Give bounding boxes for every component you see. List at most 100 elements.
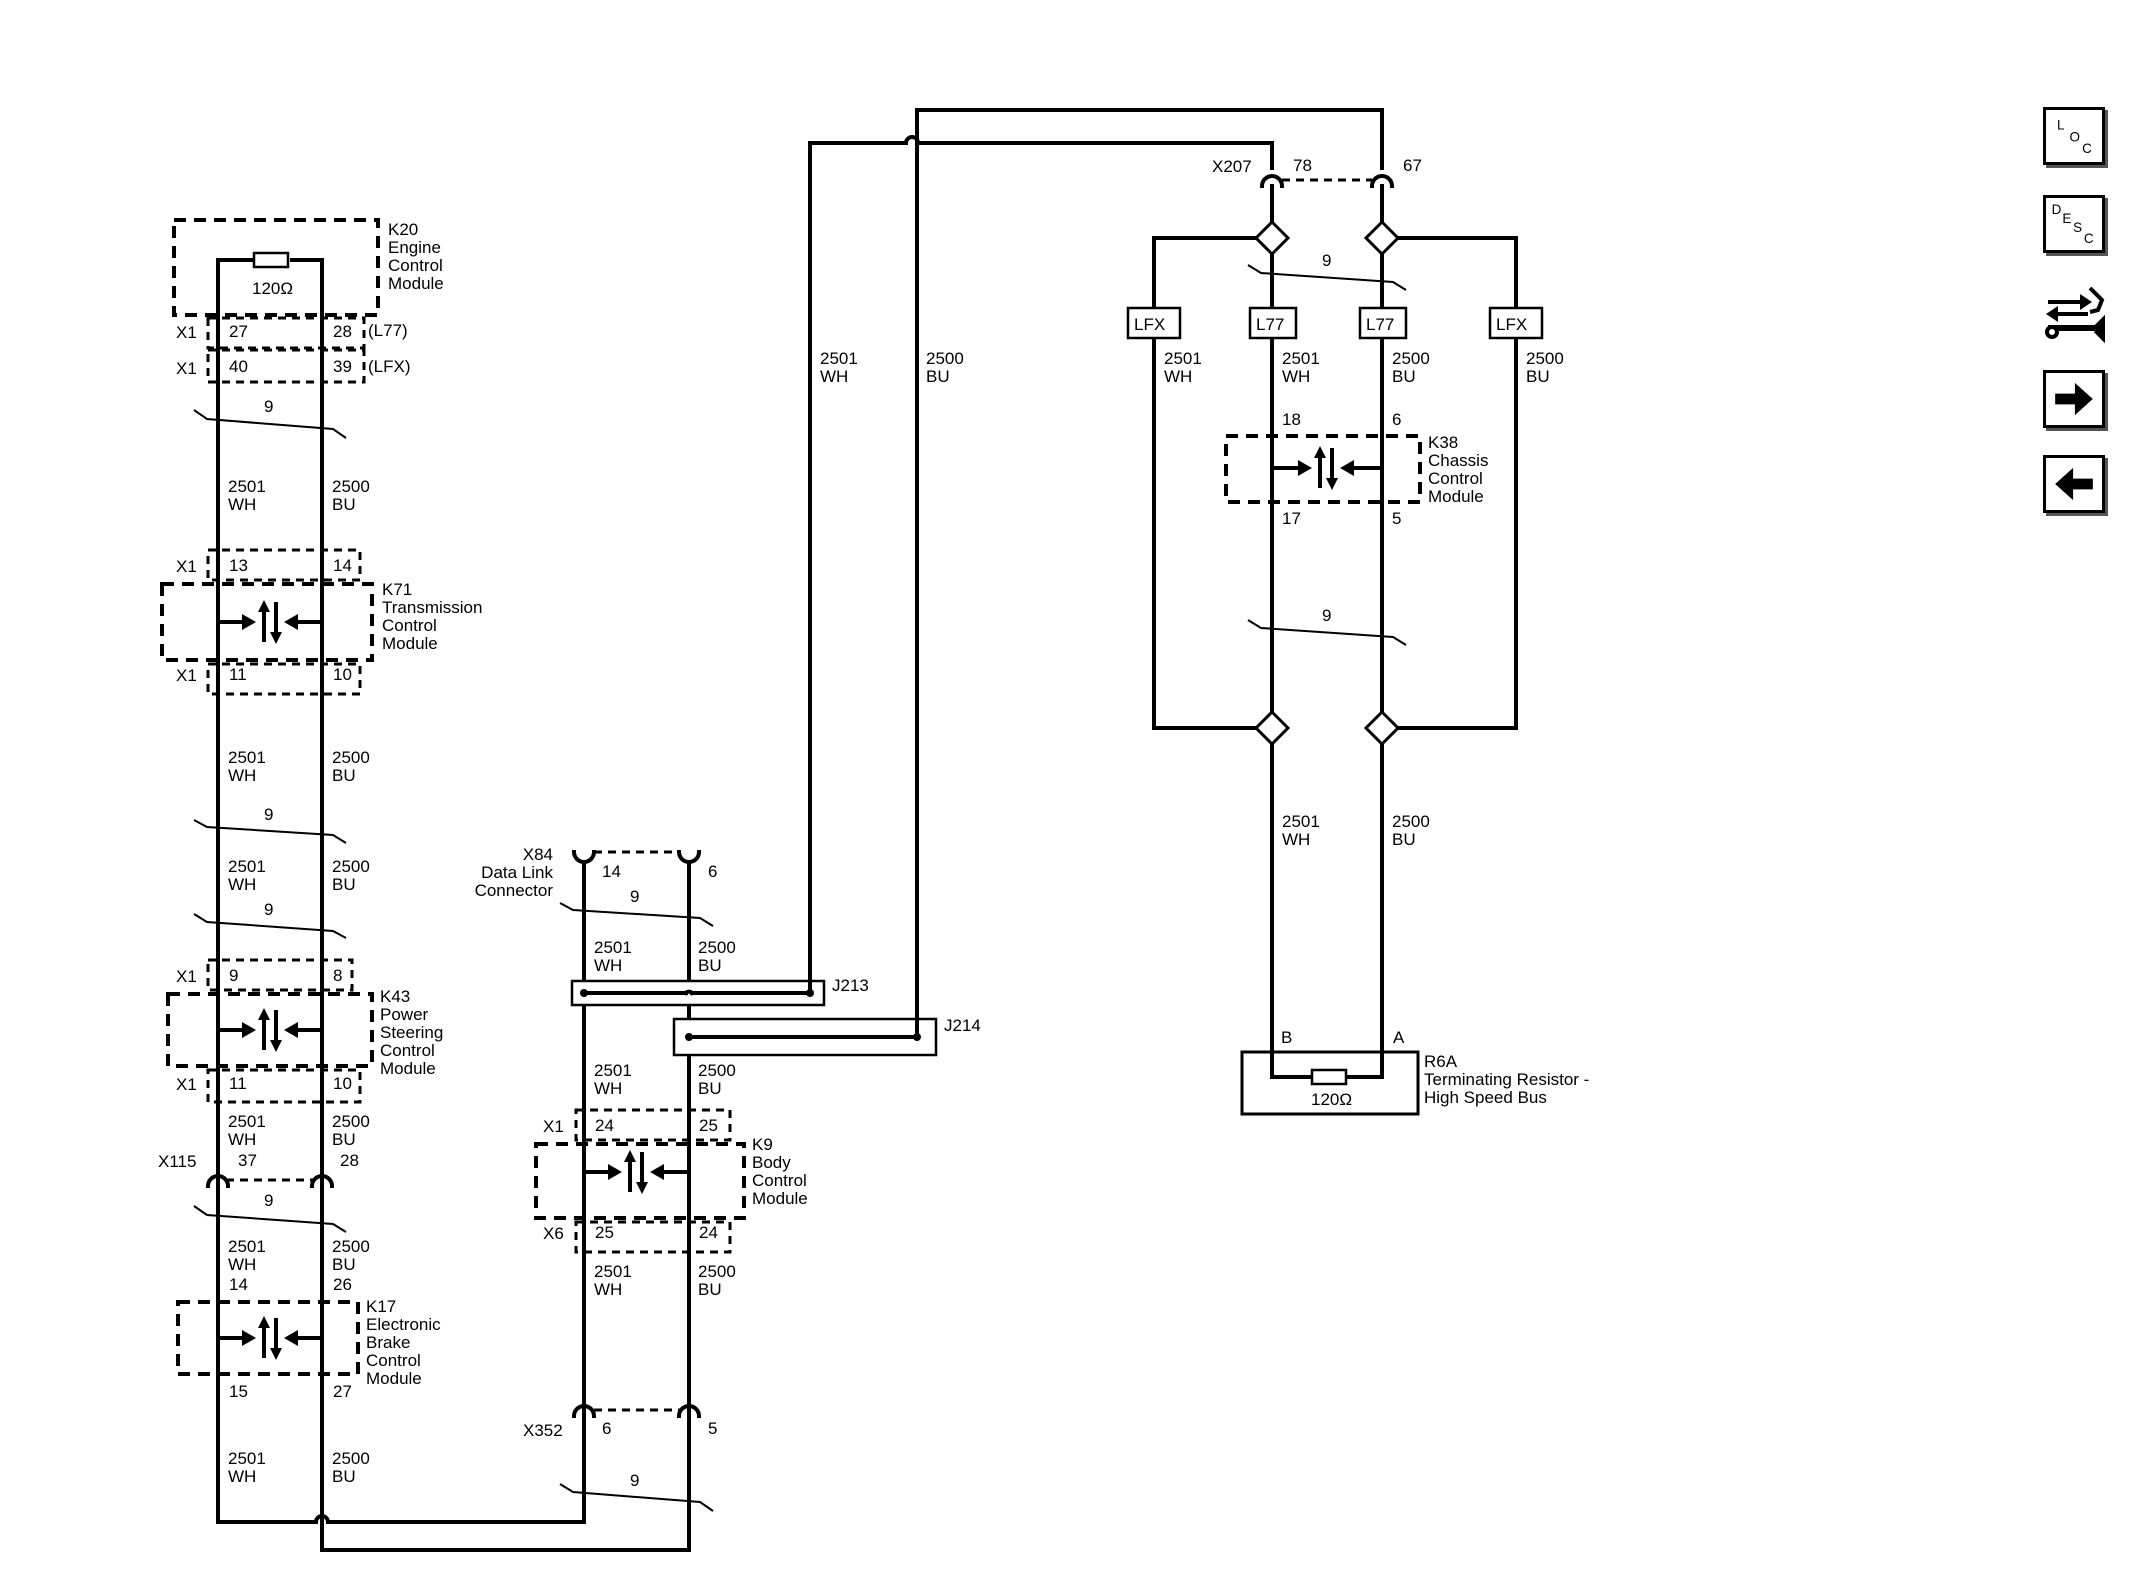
option-box-lfx-left: LFX [1126, 306, 1182, 340]
option-label: LFX [1496, 315, 1527, 334]
option-box-lfx-right: LFX [1488, 306, 1544, 340]
pin-label: 28 [340, 1151, 359, 1170]
twist-label: 9 [264, 805, 273, 824]
connector-label: X1 [176, 666, 197, 685]
pin-label: 11 [229, 1074, 247, 1093]
pin-label: 13 [229, 556, 248, 575]
pin-label: 78 [1293, 156, 1312, 175]
loc-letter-l: L [2057, 118, 2065, 133]
desc-letter-e: E [2062, 211, 2071, 226]
pin-label: 5 [708, 1419, 717, 1438]
twist-label: 9 [1322, 251, 1331, 270]
can-transceiver-icon [214, 1314, 326, 1362]
twisted-pair-marker: 9 [559, 1471, 714, 1512]
loc-button[interactable]: L O C [2043, 107, 2105, 165]
pin-label: 24 [595, 1116, 614, 1135]
can-transceiver-icon [214, 1006, 326, 1054]
pin-label: 37 [238, 1151, 257, 1170]
twisted-pair-marker: 9 [559, 887, 714, 927]
connector-end-view-button[interactable] [2040, 278, 2110, 348]
next-button[interactable] [2043, 370, 2105, 428]
twist-label: 9 [1322, 606, 1331, 625]
connector-label: X1 [176, 967, 197, 986]
twisted-pair-marker: 9 [193, 1191, 347, 1233]
can-transceiver-icon [214, 598, 326, 646]
pin-label: 15 [229, 1382, 248, 1401]
pin-label: 14 [602, 862, 621, 881]
desc-icon: D E S C [2052, 202, 2094, 246]
pin-label: 25 [699, 1116, 718, 1135]
pin-label: A [1393, 1028, 1405, 1047]
pin-label: 26 [333, 1275, 352, 1294]
k20-connector-x1-lfx: X1 40 39 (LFX) [176, 348, 411, 384]
desc-letter-d: D [2052, 202, 2062, 217]
x115-connector: X115 37 28 [158, 1151, 359, 1189]
j213-splice: J213 [570, 976, 869, 1007]
pin-label: 18 [1282, 410, 1301, 429]
connector-label: X1 [176, 1075, 197, 1094]
connector-label: X1 [176, 359, 197, 378]
twist-label: 9 [630, 1471, 639, 1490]
pin-label: 25 [595, 1223, 614, 1242]
left-bus-wires [216, 258, 691, 1552]
pin-label: 27 [229, 322, 248, 341]
can-transceiver-icon [1270, 444, 1382, 492]
previous-button[interactable] [2043, 455, 2105, 513]
option-box-l77-right: L77 [1358, 306, 1408, 340]
pin-label: 14 [229, 1275, 248, 1294]
twisted-pair-marker: 9 [193, 900, 347, 939]
middle-bus-wires [582, 860, 691, 1412]
j214-splice: J214 [672, 1016, 981, 1057]
desc-button[interactable]: D E S C [2043, 195, 2105, 253]
twist-label: 9 [630, 887, 639, 906]
splice-label: J213 [832, 976, 869, 995]
splice-label: J214 [944, 1016, 981, 1035]
loc-letter-o: O [2070, 129, 2080, 144]
twist-label: 9 [264, 1191, 273, 1210]
connector-label: X1 [176, 557, 197, 576]
loc-letter-c: C [2082, 141, 2092, 156]
upper-route-wires [808, 108, 1384, 1039]
option-box-l77-left: L77 [1248, 306, 1298, 340]
pin-label: 9 [229, 966, 238, 985]
pin-label: 14 [333, 556, 352, 575]
option-label: L77 [1256, 315, 1284, 334]
connector-label: X207 [1212, 157, 1252, 176]
option-note: (L77) [368, 321, 408, 340]
can-transceiver-icon [580, 1148, 692, 1196]
x352-connector: X352 6 5 [523, 1404, 717, 1440]
pin-label: 10 [333, 665, 352, 684]
pin-label: 24 [699, 1223, 718, 1242]
pin-label: B [1281, 1028, 1292, 1047]
desc-letter-c: C [2084, 231, 2094, 246]
pin-label: 27 [333, 1382, 352, 1401]
arrow-right-icon [2055, 382, 2093, 416]
r6a-resistor-label: 120Ω [1311, 1090, 1352, 1109]
connector-label: X1 [543, 1117, 564, 1136]
connector-label: X115 [158, 1152, 196, 1171]
